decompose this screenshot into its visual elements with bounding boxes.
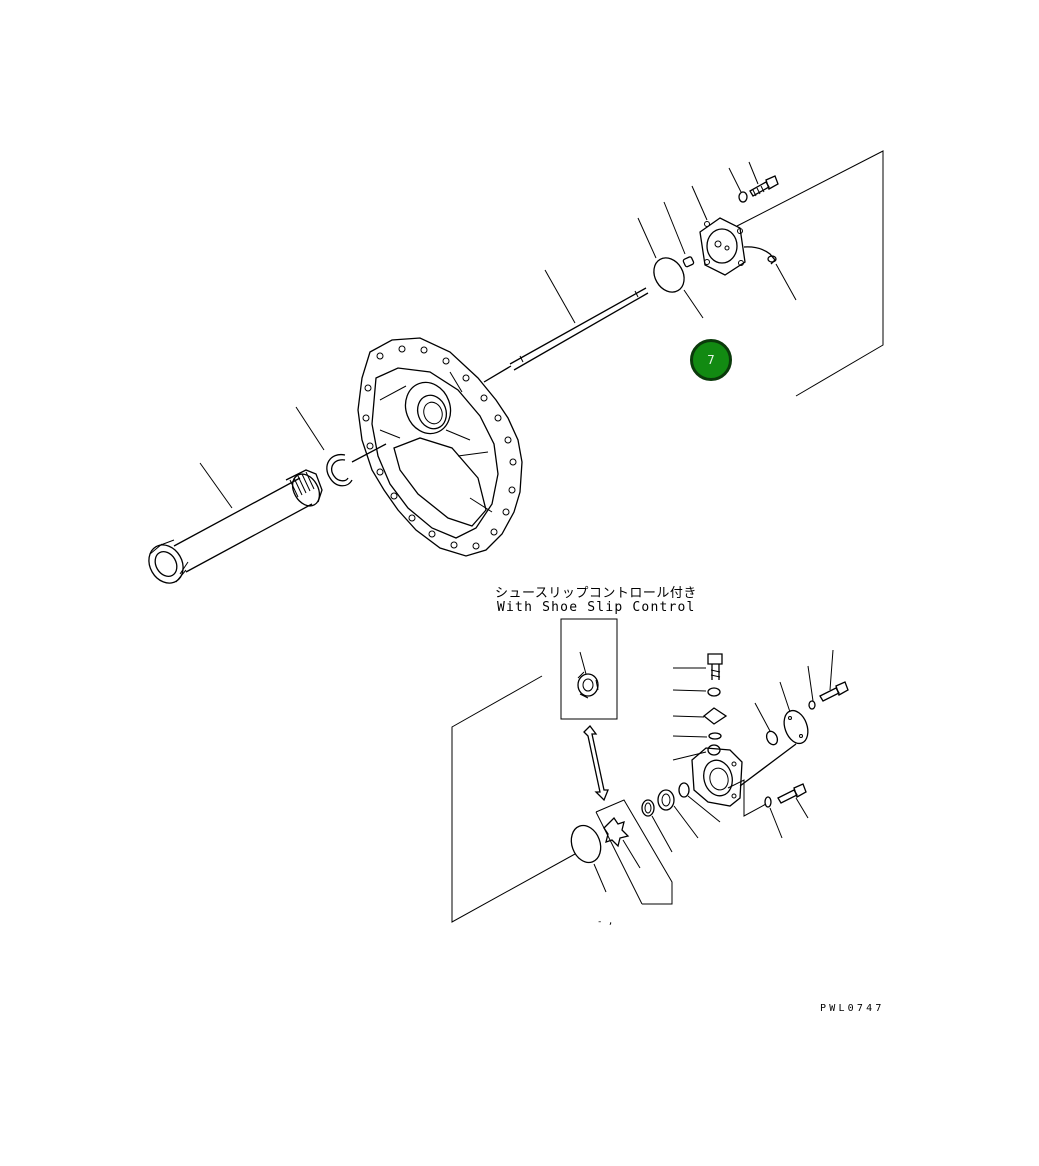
seal-ring-a [641, 799, 673, 853]
callout-marker[interactable]: 7 [690, 339, 732, 381]
final-drive-hub [357, 337, 523, 557]
svg-text:- ,: - , [597, 917, 613, 927]
seal-ring-b [657, 789, 699, 839]
washer-vertical [672, 687, 721, 697]
option-caption-english: With Shoe Slip Control [497, 600, 696, 615]
ball [672, 744, 721, 761]
bolt-side-upper [807, 649, 849, 710]
bolt-vertical [673, 653, 723, 680]
side-cover [779, 681, 809, 745]
snap-ring [295, 406, 387, 487]
splined-shaft [148, 462, 323, 584]
valve-body [691, 743, 797, 817]
check-valve-cap [672, 707, 728, 725]
lower-reference-bracket [451, 675, 576, 923]
option-caption-japanese: シュースリップコントロール付き [495, 586, 697, 601]
detail-box [560, 618, 618, 720]
cover-plate [691, 185, 746, 276]
adapter-plate: - , [595, 799, 673, 927]
upper-reference-bracket [736, 150, 884, 397]
seal-ring-c [678, 782, 721, 823]
spring-seat [672, 732, 722, 740]
long-shaft [483, 269, 649, 383]
bolt-top [748, 161, 779, 197]
gasket-side [754, 702, 779, 746]
interchange-arrow [583, 725, 609, 802]
dowel-pin [663, 201, 695, 268]
callout-number: 7 [707, 353, 715, 367]
figure-code: PWL0747 [820, 1003, 885, 1014]
washer-top [728, 167, 748, 203]
bolt-side-lower [764, 783, 809, 839]
breather-plug [743, 246, 797, 301]
o-ring-upper [637, 217, 704, 319]
o-ring-lower [570, 824, 607, 893]
